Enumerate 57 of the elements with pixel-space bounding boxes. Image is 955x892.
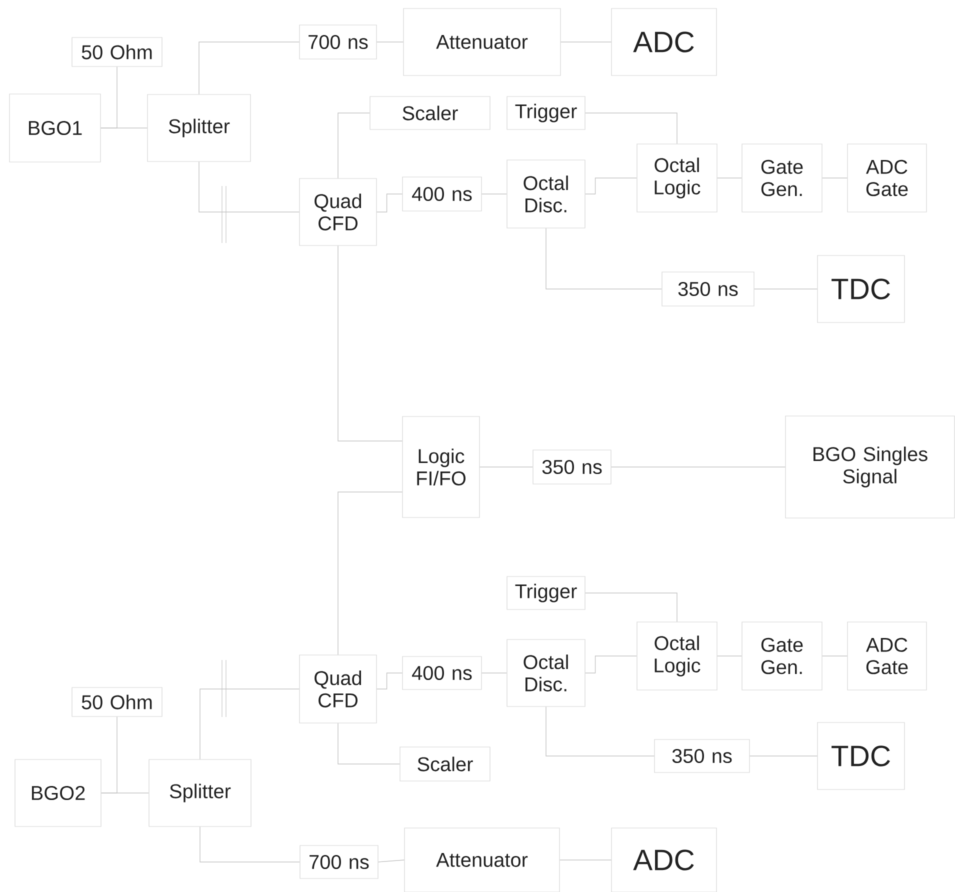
block-box: Octal Logic bbox=[636, 622, 718, 690]
connector-line bbox=[338, 722, 400, 764]
connector-line bbox=[338, 112, 370, 179]
block-box: 350 ns bbox=[662, 272, 754, 306]
block-box: Logic FI/FO bbox=[402, 416, 480, 518]
block-box: ADC bbox=[611, 828, 717, 892]
connector-line bbox=[376, 672, 403, 690]
block-box: BGO2 bbox=[14, 759, 102, 827]
connector-line bbox=[198, 42, 300, 95]
block-box: 50 Ohm bbox=[72, 37, 162, 67]
connector-line bbox=[584, 592, 678, 622]
block-box: Scaler bbox=[400, 746, 490, 782]
block-box: Scaler bbox=[370, 96, 490, 130]
connector-line bbox=[546, 706, 655, 756]
connector-line bbox=[338, 492, 403, 656]
connector-line bbox=[584, 656, 638, 674]
connector-line bbox=[376, 194, 403, 212]
block-box: Octal Logic bbox=[636, 144, 718, 212]
connector-line bbox=[546, 228, 662, 290]
block-box: TDC bbox=[817, 722, 905, 790]
block-box: 700 ns bbox=[300, 845, 378, 879]
block-box: Trigger bbox=[506, 96, 586, 130]
block-box: TDC bbox=[817, 255, 905, 323]
block-box: Attenuator bbox=[403, 8, 561, 76]
connector-line bbox=[338, 245, 403, 442]
block-box: ADC bbox=[611, 8, 717, 76]
connector-line bbox=[198, 161, 300, 212]
connector-line bbox=[100, 792, 150, 794]
block-box: 400 ns bbox=[402, 656, 482, 690]
block-box: Trigger bbox=[506, 576, 586, 610]
block-box: BGO Singles Signal bbox=[785, 416, 955, 518]
connector-line bbox=[584, 112, 678, 144]
block-box: Gate Gen. bbox=[742, 144, 822, 212]
block-box: 400 ns bbox=[402, 176, 482, 212]
block-box: Octal Disc. bbox=[506, 639, 586, 707]
block-box: 700 ns bbox=[299, 24, 377, 60]
block-box: ADC Gate bbox=[847, 622, 927, 690]
block-box: Gate Gen. bbox=[742, 622, 822, 690]
block-box: Splitter bbox=[148, 759, 252, 827]
block-box: Splitter bbox=[147, 94, 251, 162]
block-box: ADC Gate bbox=[847, 144, 927, 212]
connector-line bbox=[479, 466, 534, 468]
connector-line bbox=[610, 466, 786, 468]
block-box: Octal Disc. bbox=[506, 160, 586, 228]
connector-line bbox=[200, 688, 300, 760]
block-box: 350 ns bbox=[654, 739, 750, 773]
block-box: Quad CFD bbox=[299, 654, 377, 724]
connector-line bbox=[200, 826, 300, 862]
connector-line bbox=[754, 288, 818, 290]
block-box: 350 ns bbox=[532, 450, 612, 484]
block-box: Quad CFD bbox=[299, 178, 377, 246]
connector-line bbox=[481, 672, 508, 674]
block-box: 50 Ohm bbox=[72, 687, 162, 717]
block-box: BGO1 bbox=[9, 94, 101, 162]
block-box: Attenuator bbox=[404, 828, 560, 892]
connector-line bbox=[378, 860, 405, 862]
connector-line bbox=[584, 178, 638, 194]
